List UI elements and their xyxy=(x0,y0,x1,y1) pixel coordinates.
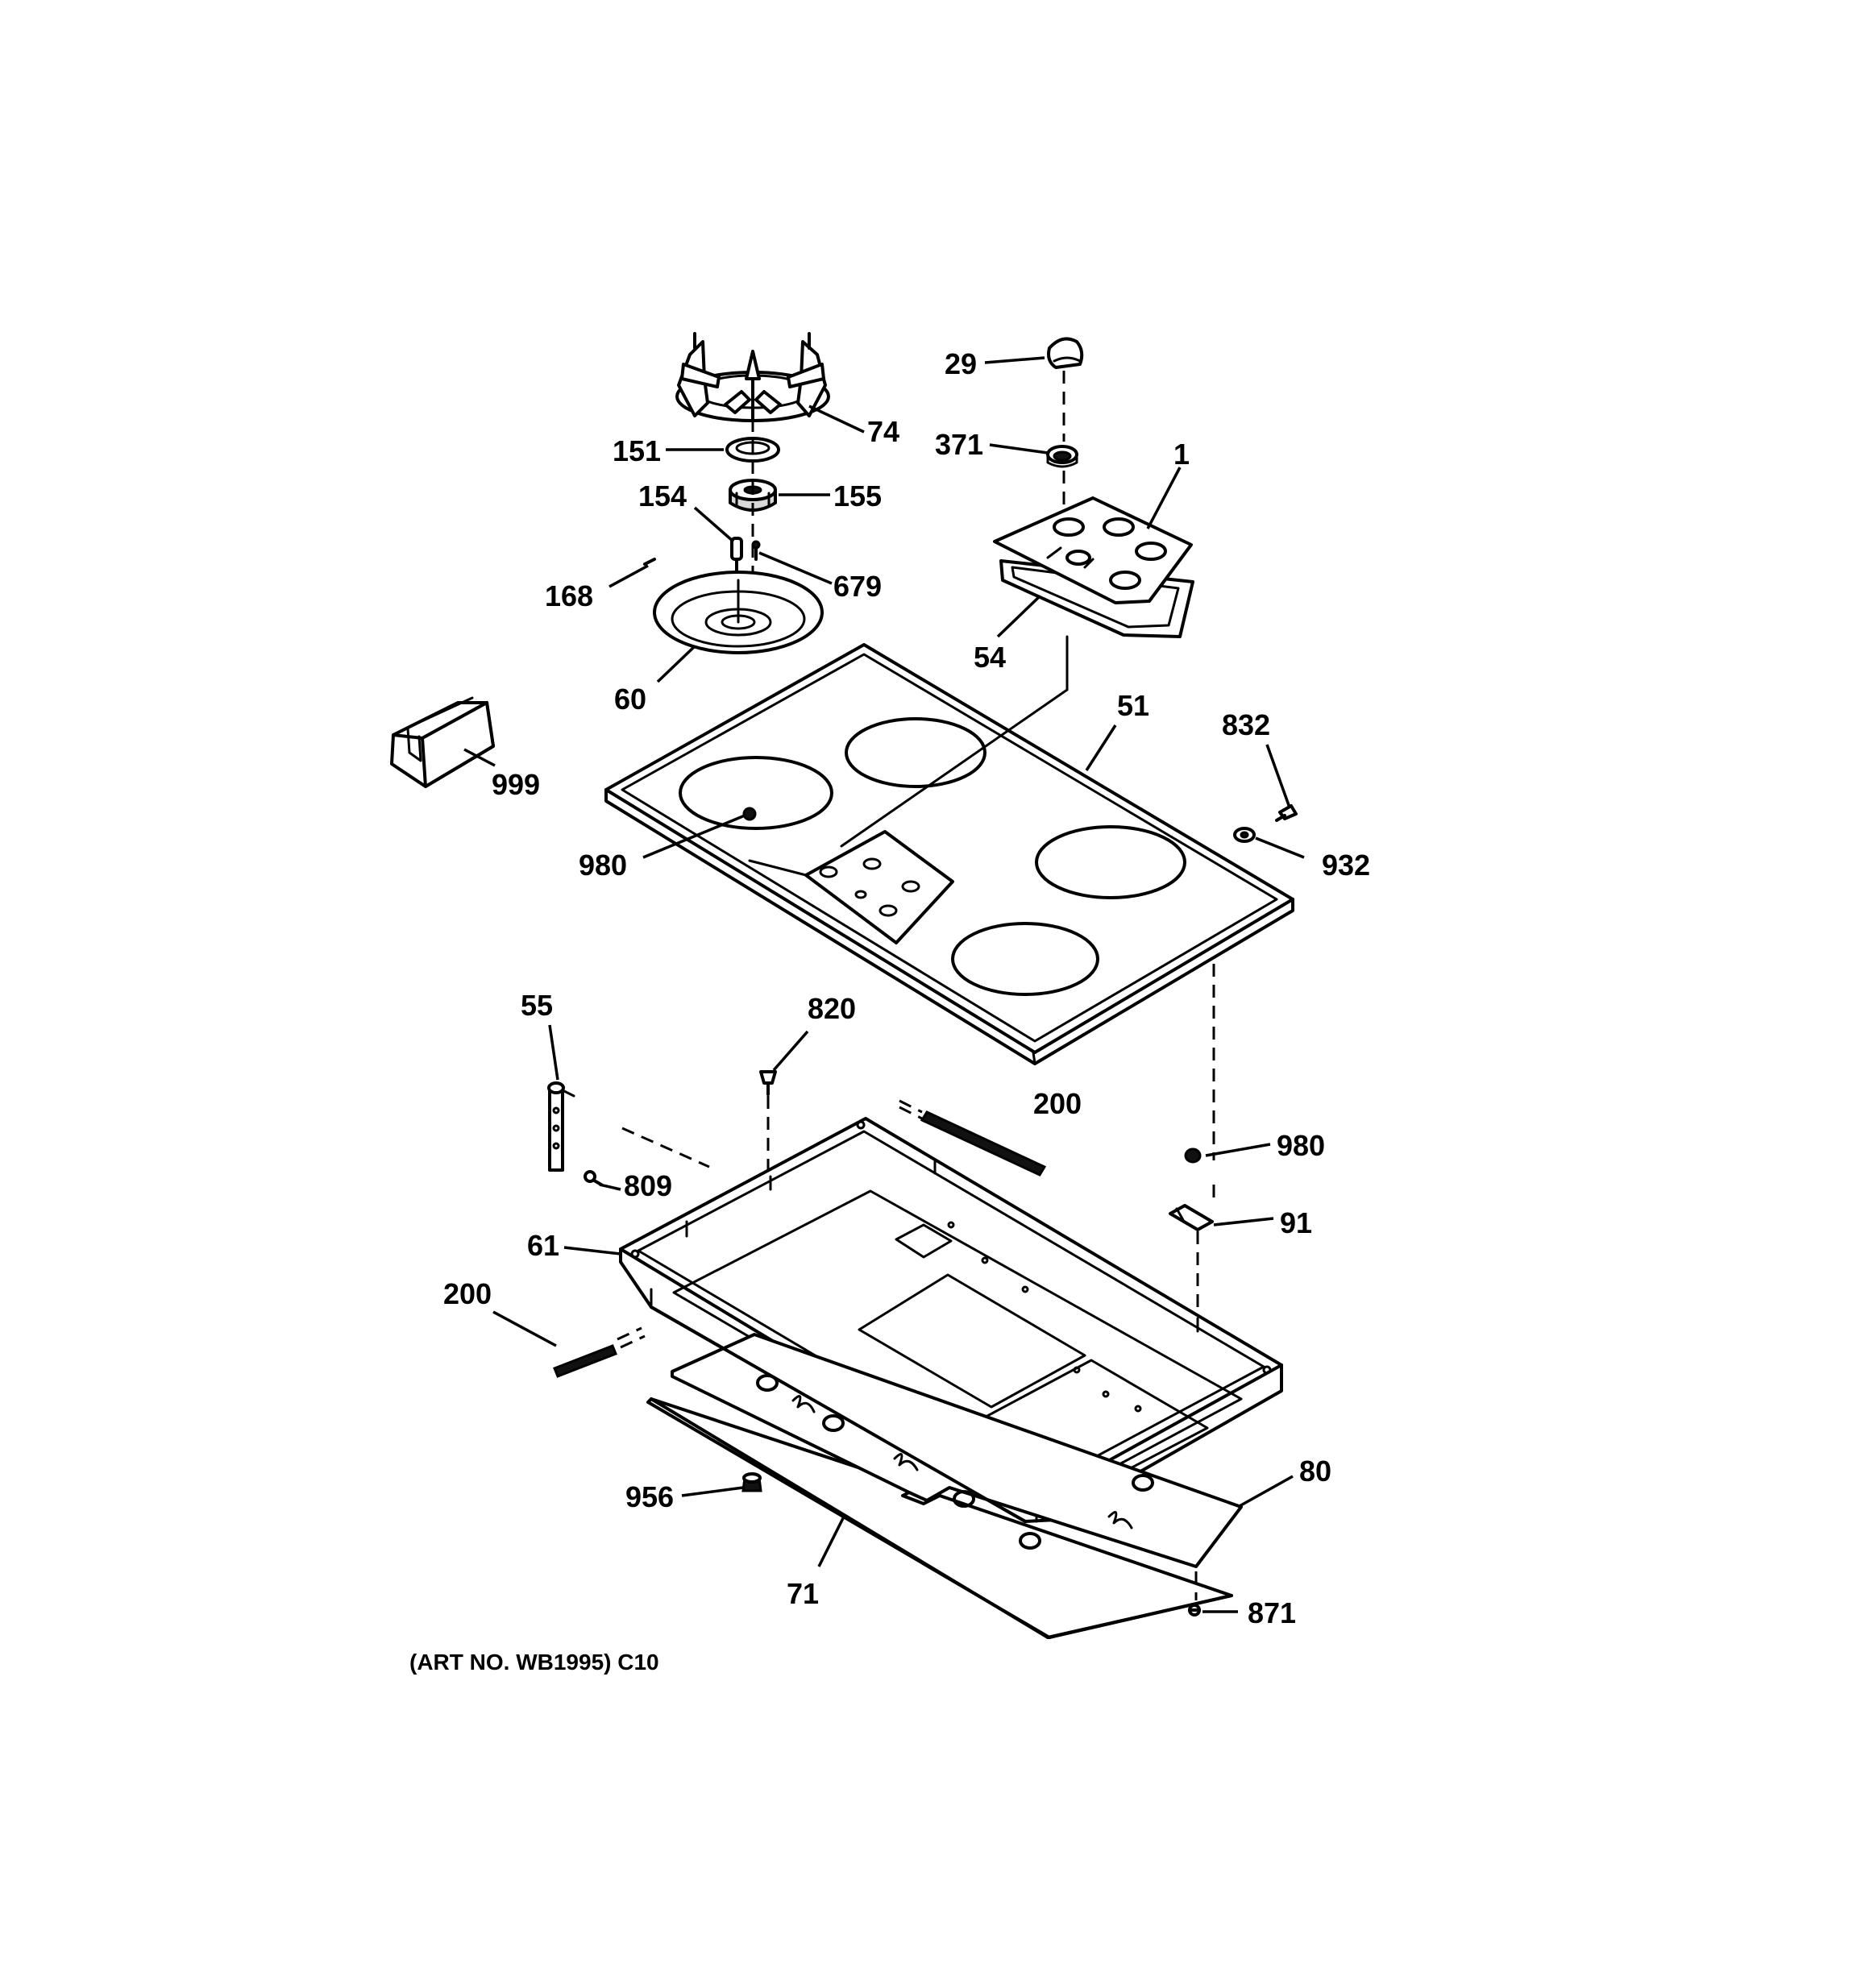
alignment-line xyxy=(621,1127,710,1168)
callout-200-upper: 200 xyxy=(1033,1087,1082,1120)
parts-package-part xyxy=(390,696,495,788)
clip-91-part xyxy=(1169,1204,1214,1231)
callout-80: 80 xyxy=(1299,1455,1331,1488)
cooktop-part xyxy=(604,643,1294,1065)
callout-154: 154 xyxy=(638,479,687,513)
control-panel-part xyxy=(993,496,1193,604)
screw-809-part xyxy=(584,1170,603,1186)
callout-71: 71 xyxy=(787,1577,819,1610)
callout-55: 55 xyxy=(521,989,553,1022)
art-number-label: (ART NO. WB1995) C10 xyxy=(409,1650,659,1675)
burner-grate-part xyxy=(675,332,830,422)
callout-980-upper: 980 xyxy=(579,849,627,882)
screw-820-part xyxy=(759,1070,777,1096)
alignment-line xyxy=(840,688,1069,848)
callout-809: 809 xyxy=(624,1169,672,1202)
callout-29: 29 xyxy=(945,347,977,380)
callout-371: 371 xyxy=(935,428,983,461)
callout-999: 999 xyxy=(492,768,540,801)
insulation-part xyxy=(671,1333,1243,1568)
callout-151: 151 xyxy=(613,434,661,467)
screw-956-part xyxy=(741,1472,762,1492)
burner-box-front-edge xyxy=(650,1305,1027,1523)
callout-60: 60 xyxy=(614,683,646,716)
screw-168-part xyxy=(643,558,656,566)
nut-980-lower-part xyxy=(1184,1148,1202,1164)
burner-bowl-part xyxy=(653,571,824,654)
callout-200-lower: 200 xyxy=(443,1277,492,1310)
seal-strip-upper-part xyxy=(899,1099,1047,1177)
callout-168: 168 xyxy=(545,579,593,612)
callout-1: 1 xyxy=(1173,438,1190,471)
knob-bezel-part xyxy=(1046,445,1078,468)
bracket-part xyxy=(547,1081,575,1172)
callout-155: 155 xyxy=(833,479,882,513)
callout-871: 871 xyxy=(1248,1596,1296,1629)
callout-91: 91 xyxy=(1280,1206,1312,1239)
callout-932: 932 xyxy=(1322,849,1370,882)
callout-61: 61 xyxy=(527,1229,559,1262)
washer-932-part xyxy=(1233,827,1256,843)
callout-679: 679 xyxy=(833,570,882,603)
leader-lines xyxy=(463,356,1305,1613)
seal-strip-lower-part xyxy=(553,1326,646,1378)
screw-871-part xyxy=(1188,1604,1201,1617)
nut-980-part xyxy=(742,807,757,821)
callout-832: 832 xyxy=(1222,708,1270,741)
callout-74: 74 xyxy=(867,415,899,448)
callout-980-lower: 980 xyxy=(1277,1129,1325,1162)
control-knob-part xyxy=(1047,337,1084,369)
callout-51: 51 xyxy=(1117,689,1149,722)
callout-956: 956 xyxy=(625,1480,674,1513)
callout-54: 54 xyxy=(974,641,1006,674)
callout-820: 820 xyxy=(808,992,856,1025)
screw-832-part xyxy=(1275,804,1298,822)
